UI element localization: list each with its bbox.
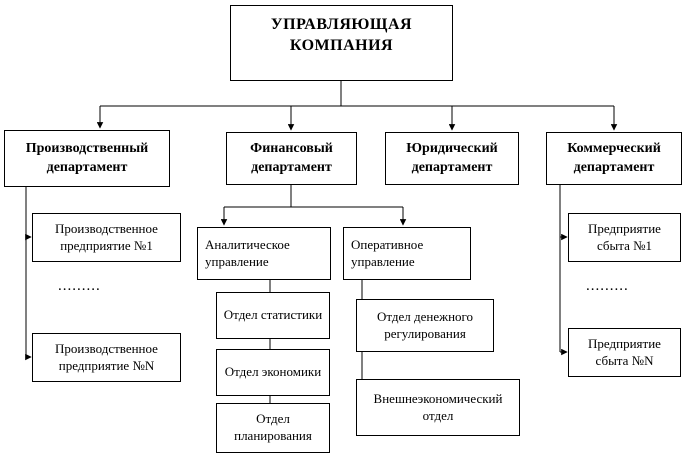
node-analytical-directorate: Аналитическое управление [197, 227, 331, 280]
node-production-department: Производственный департамент [4, 130, 170, 187]
node-production-enterprise-n: Производственное предприятие №N [32, 333, 181, 382]
node-production-enterprise-1: Производственное предприятие №1 [32, 213, 181, 262]
node-finance-department: Финансовый департамент [226, 132, 357, 185]
node-economics-dept: Отдел экономики [216, 349, 330, 396]
ellipsis-production: ......... [58, 278, 101, 294]
node-planning-dept: Отдел планирования [216, 403, 330, 453]
node-commercial-department: Коммерческий департамент [546, 132, 682, 185]
node-management-company: УПРАВЛЯЮЩАЯ КОМПАНИЯ [230, 5, 453, 81]
node-legal-department: Юридический департамент [385, 132, 519, 185]
node-foreign-economic-dept: Внешнеэкономический отдел [356, 379, 520, 436]
node-sales-enterprise-1: Предприятие сбыта №1 [568, 213, 681, 262]
node-monetary-regulation-dept: Отдел денежного регулирования [356, 299, 494, 352]
node-statistics-dept: Отдел статистики [216, 292, 330, 339]
node-operative-directorate: Оперативное управление [343, 227, 471, 280]
ellipsis-commercial: ......... [586, 278, 629, 294]
node-sales-enterprise-n: Предприятие сбыта №N [568, 328, 681, 377]
